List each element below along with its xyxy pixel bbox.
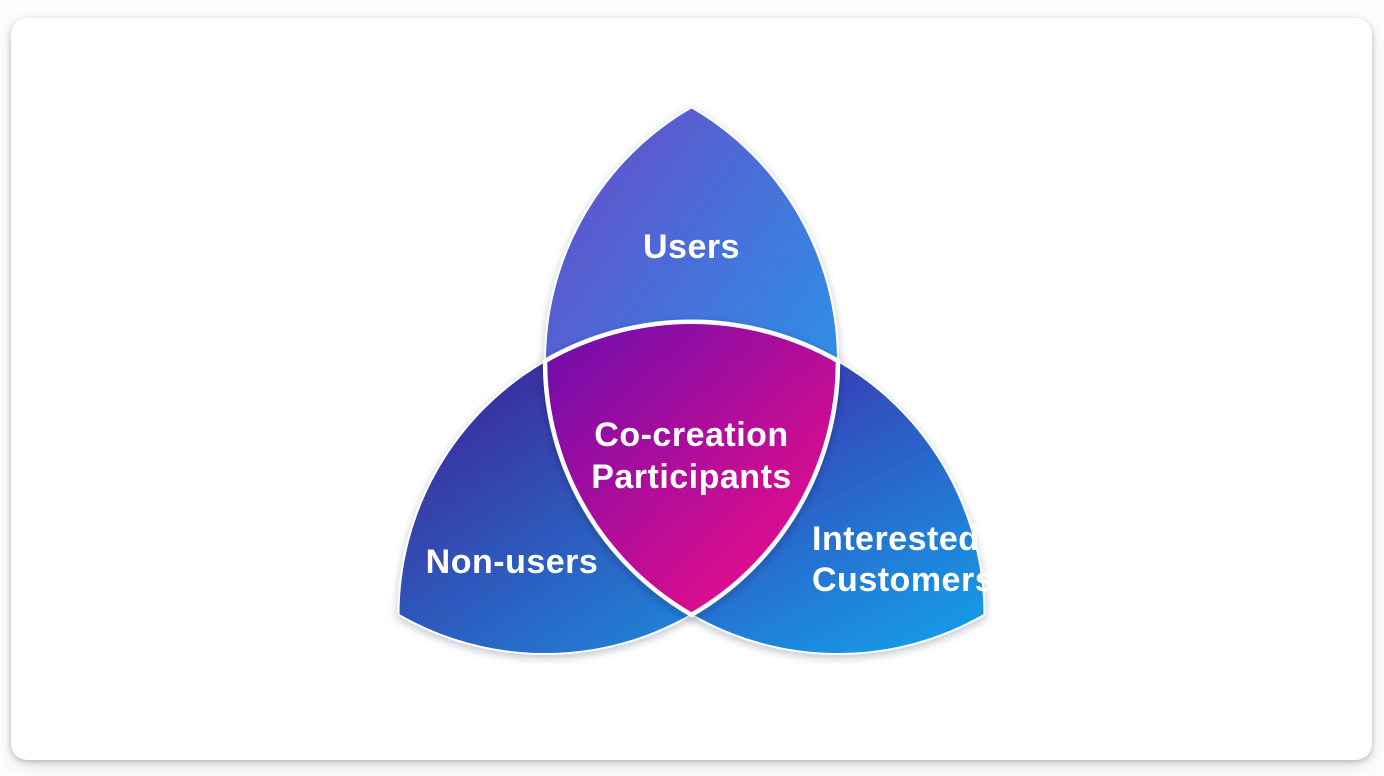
center-overlap-shape xyxy=(542,319,841,618)
bottom-left-petal-label: Non-users xyxy=(426,543,599,581)
center-overlap-label-line2: Participants xyxy=(591,458,792,496)
bottom-right-petal-label-line2: Customers xyxy=(812,561,994,599)
bottom-right-petal-label-line1: Interested xyxy=(812,520,980,558)
center-overlap-label-line1: Co-creation xyxy=(594,416,788,454)
top-petal-label: Users xyxy=(643,228,740,266)
